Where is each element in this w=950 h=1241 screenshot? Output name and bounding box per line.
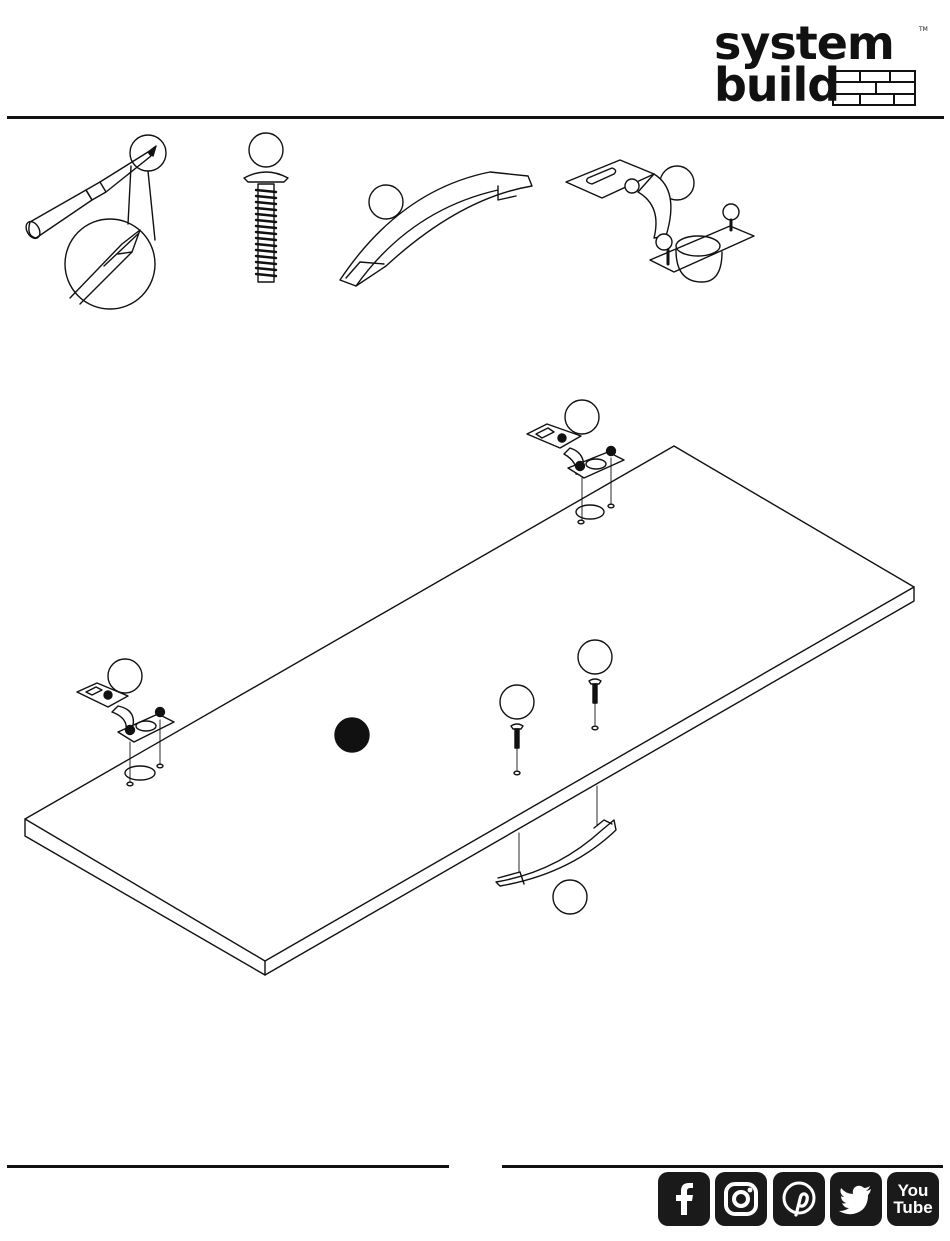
youtube-icon[interactable]: You Tube xyxy=(887,1172,939,1226)
youtube-label-you: You xyxy=(893,1182,932,1199)
step-marker-dot xyxy=(335,718,369,752)
youtube-label-tube: Tube xyxy=(893,1199,932,1216)
instagram-icon[interactable] xyxy=(715,1172,767,1226)
phillips-screwdriver-icon xyxy=(23,135,166,309)
pinterest-icon[interactable] xyxy=(773,1172,825,1226)
screw-icon xyxy=(244,133,288,282)
arched-handle-icon xyxy=(340,172,532,286)
concealed-hinge-icon xyxy=(566,160,754,282)
twitter-icon[interactable] xyxy=(830,1172,882,1226)
facebook-icon[interactable] xyxy=(658,1172,710,1226)
